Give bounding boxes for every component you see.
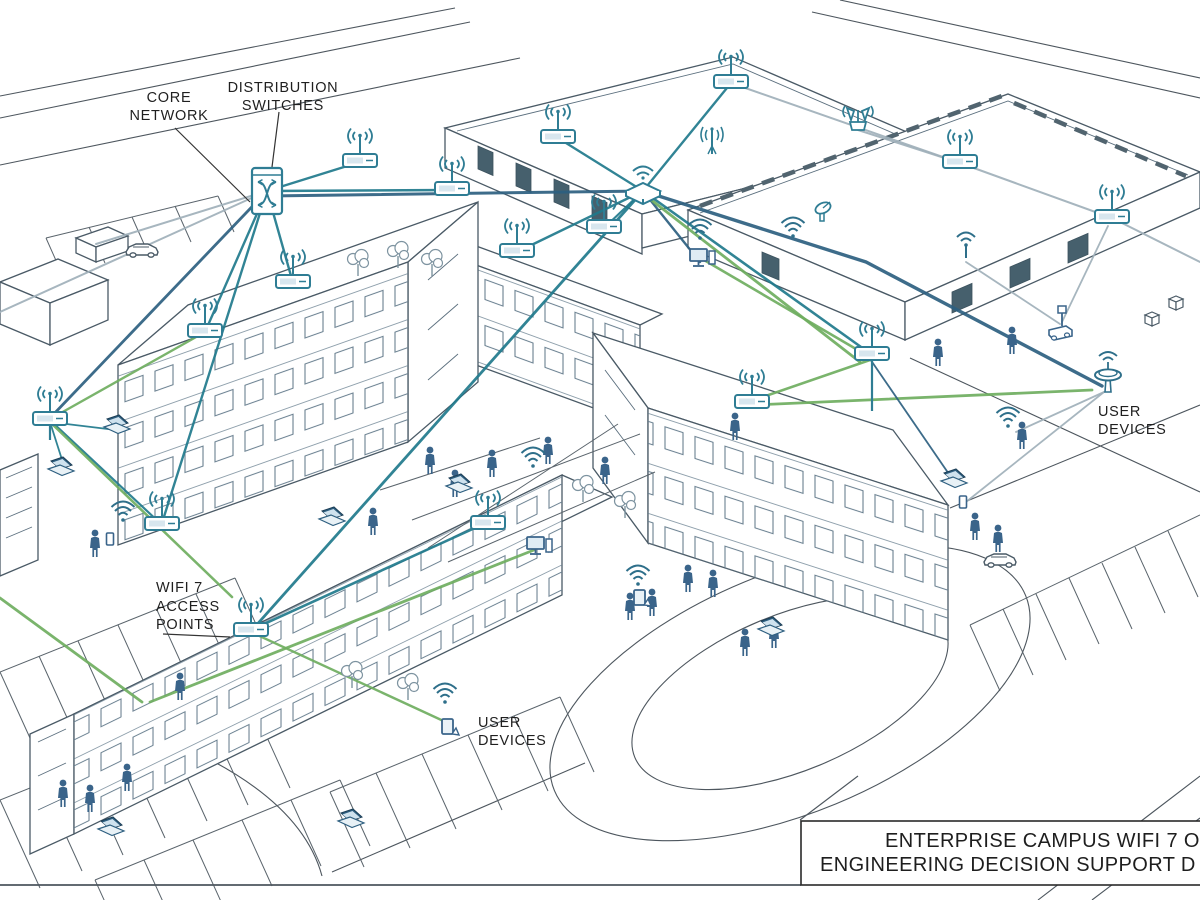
ap-1 (342, 127, 378, 168)
office-bottom-building (29, 473, 614, 856)
wifi-signal-icon (625, 564, 651, 587)
crate (1144, 311, 1160, 327)
network-link-gray (1015, 391, 1105, 433)
laptop (318, 506, 346, 527)
user-devices-right-label-line2: DEVICES (1098, 422, 1167, 438)
ap-15 (854, 320, 890, 361)
network-link-green (50, 330, 207, 420)
car (983, 553, 1017, 568)
user-devices-bottom-label-line1: USER (478, 715, 521, 731)
distribution-switches-label-line2: SWITCHES (242, 98, 324, 114)
laptop (445, 473, 473, 494)
network-link-gray (95, 190, 268, 245)
user-devices-bottom-label-line2: DEVICES (478, 733, 547, 749)
network-link-teal (556, 136, 645, 193)
person (425, 446, 435, 474)
phone-device (958, 495, 968, 509)
network-link-teal (641, 81, 733, 193)
buildings (0, 56, 1200, 856)
ap-7 (499, 217, 535, 258)
tablet-device (441, 718, 460, 736)
network-link-gray (1111, 217, 1200, 263)
network-link-teal (515, 189, 645, 254)
distribution-switches-leader (271, 111, 280, 168)
car (125, 243, 159, 258)
network-link-teal (160, 189, 269, 525)
office-back-wing (433, 238, 664, 426)
network-link-teal (50, 420, 164, 527)
wifi7-aps-label-line3: POINTS (156, 617, 214, 633)
core-network-label-line2: NETWORK (129, 108, 208, 124)
distribution-switches-label-line1: DISTRIBUTION (228, 80, 339, 96)
network-link-teal (251, 189, 645, 631)
network-link-green (648, 197, 862, 364)
network-link-gray (965, 391, 1105, 503)
person (1007, 326, 1017, 354)
network-nodes (32, 48, 1130, 637)
network-link-teal (641, 189, 870, 354)
title-block: ENTERPRISE CAMPUS WIFI 7 O ENGINEERING D… (0, 820, 1200, 886)
wifi-signal-icon (432, 682, 458, 705)
office-right-wing (591, 331, 950, 641)
network-link-green (752, 388, 1094, 407)
tree (396, 672, 420, 701)
core-network-leader (174, 127, 251, 203)
network-link-gray (965, 261, 1061, 325)
network-link-gray (959, 162, 1113, 219)
desktop-monitor (689, 248, 716, 267)
title-line1: ENTERPRISE CAMPUS WIFI 7 O (885, 830, 1200, 852)
phone-device (105, 532, 115, 546)
person (708, 569, 718, 597)
wifi7-aps-label-line2: ACCESS (156, 599, 220, 615)
title-block-frame (800, 820, 1200, 886)
network-link-green (0, 596, 144, 704)
person (683, 564, 693, 592)
network-link-teal (265, 188, 454, 193)
person (993, 524, 1003, 552)
person (368, 507, 378, 535)
person (543, 436, 553, 464)
core-network-label-line1: CORE (147, 90, 192, 106)
person (1017, 421, 1027, 449)
person (933, 338, 943, 366)
person (970, 512, 980, 540)
laptop (940, 468, 968, 489)
person (90, 529, 100, 557)
callouts: CORE NETWORK DISTRIBUTION SWITCHES WIFI … (129, 80, 1167, 749)
network-link-green (702, 258, 870, 358)
network-link-blue (48, 189, 269, 420)
courtyard-paths (379, 423, 656, 563)
wifi7-aps-leader (162, 633, 231, 638)
person (487, 449, 497, 477)
crate (1168, 295, 1184, 311)
person (740, 628, 750, 656)
title-line2: ENGINEERING DECISION SUPPORT D (820, 854, 1196, 876)
network-link-blue (641, 189, 1104, 388)
laptop (47, 456, 75, 477)
warehouse-robot (1048, 305, 1073, 341)
network-link-green (752, 358, 872, 402)
small-buildings-left (0, 226, 130, 577)
network-link-blue (867, 355, 954, 481)
wifi-signal-icon (520, 446, 546, 469)
core-switch (250, 166, 284, 216)
wifi-signal-icon (995, 406, 1021, 429)
user-devices-right-label-line1: USER (1098, 404, 1141, 420)
office-left-wing (117, 200, 479, 546)
network-link-green (48, 420, 234, 599)
network-link-gray (1061, 225, 1109, 323)
network-link-teal (251, 520, 490, 631)
wifi7-aps-label-line1: WIFI 7 (156, 580, 203, 596)
network-link-green (148, 548, 536, 704)
